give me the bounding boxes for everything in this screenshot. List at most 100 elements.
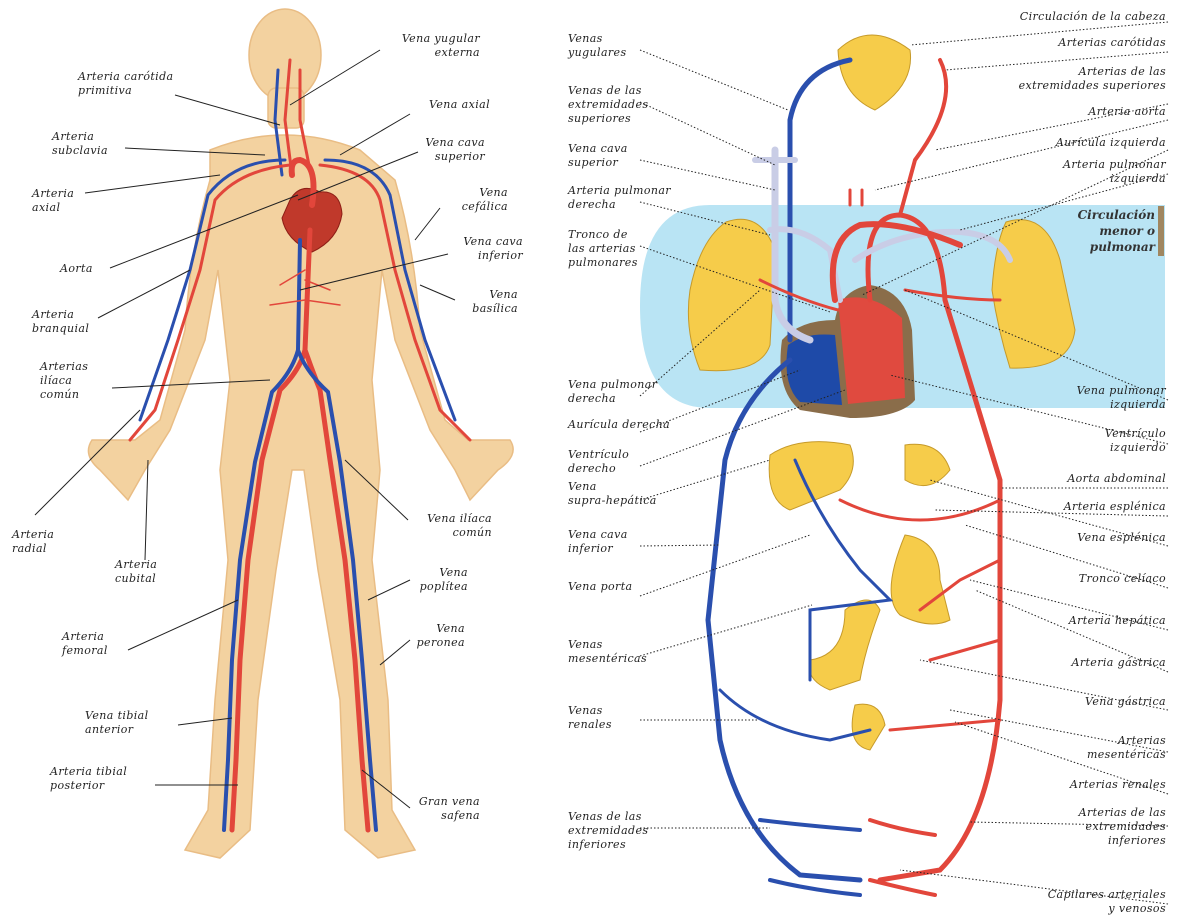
- label-arteria-carotida-primitiva-leader-line: [175, 95, 280, 125]
- schema-label-ventriculo-izquierdo-text-1: Ventrículo: [1105, 427, 1166, 440]
- label-vena-basilica-text-2: basílica: [472, 302, 518, 315]
- schema-label-arterias-extremidades-inferiores-text-3: inferiores: [1108, 834, 1166, 847]
- label-vena-tibial-anterior-text-2: anterior: [85, 723, 134, 736]
- schema-label-tronco-arterias-pulmonares-text-3: pulmonares: [568, 256, 638, 269]
- schema-label-arteria-pulmonar-izquierda-text-2: izquierda: [1110, 172, 1166, 185]
- label-arteria-carotida-primitiva-text-1: Arteria carótida: [77, 70, 174, 83]
- schema-label-auricula-derecha-text-1: Aurícula derecha: [567, 418, 670, 431]
- schema-label-vena-porta-leader-line: [640, 535, 810, 596]
- schema-label-venas-yugulares-text-1: Venas: [568, 32, 603, 45]
- schema-label-vena-gastrica-text-1: Vena gástrica: [1085, 695, 1166, 708]
- schema-label-vena-pulmonar-derecha-text-1: Vena pulmonar: [568, 378, 658, 391]
- label-arteria-cubital-leader-line: [145, 460, 148, 560]
- label-vena-basilica-text-1: Vena: [489, 288, 518, 301]
- schema-label-arterias-extremidades-inferiores: Arterias de lasextremidadesinferiores: [970, 806, 1168, 847]
- schema-label-arteria-aorta-text-1: Arteria aorta: [1087, 105, 1166, 118]
- label-vena-yugular-externa-text-2: externa: [435, 46, 480, 59]
- label-vena-cava-inferior-text-1: Vena cava: [463, 235, 523, 248]
- label-arteria-axial-leader-line: [85, 175, 220, 193]
- label-arteria-tibial-posterior-text-2: posterior: [50, 779, 105, 792]
- label-aorta-text-1: Aorta: [59, 262, 93, 275]
- schema-label-vena-supra-hepatica-leader-line: [640, 460, 770, 500]
- label-vena-tibial-anterior: Vena tibialanterior: [85, 709, 232, 736]
- schema-label-ventriculo-derecho-text-2: derecho: [568, 462, 616, 475]
- schema-label-venas-yugulares-text-2: yugulares: [567, 46, 627, 59]
- label-gran-vena-safena-text-2: safena: [441, 809, 480, 822]
- schema-label-arterias-carotidas-text-1: Arterias carótidas: [1057, 36, 1166, 49]
- schema-label-venas-renales-text-2: renales: [568, 718, 612, 731]
- label-arteria-axial-text-1: Arteria: [31, 187, 74, 200]
- label-arterias-iliaca-comun-text-3: común: [40, 388, 79, 401]
- label-vena-axial-leader-line: [340, 114, 410, 155]
- pulmonary-label-line-2: menor o: [1099, 224, 1155, 238]
- label-arteria-femoral-text-1: Arteria: [61, 630, 104, 643]
- label-arteria-femoral: Arteriafemoral: [61, 600, 238, 657]
- schema-label-venas-extremidades-superiores-text-2: extremidades: [568, 98, 648, 111]
- schema-label-vena-supra-hepatica-text-1: Vena: [568, 480, 597, 493]
- schema-label-vena-porta-text-1: Vena porta: [568, 580, 632, 593]
- label-arterias-iliaca-comun-text-2: ilíaca: [40, 374, 72, 387]
- schema-label-vena-pulmonar-izquierda-text-1: Vena pulmonar: [1077, 384, 1167, 397]
- schema-label-vena-pulmonar-izquierda-text-2: izquierda: [1110, 398, 1166, 411]
- label-vena-cava-superior-text-2: superior: [435, 150, 485, 163]
- schema-label-venas-renales-text-1: Venas: [568, 704, 603, 717]
- schema-label-venas-extremidades-superiores-leader-line: [640, 102, 775, 165]
- schema-label-arteria-pulmonar-derecha-text-1: Arteria pulmonar: [567, 184, 671, 197]
- schema-label-vena-esplenica-text-1: Vena esplénica: [1077, 531, 1166, 544]
- schema-label-arteria-pulmonar-izquierda-text-1: Arteria pulmonar: [1062, 158, 1166, 171]
- schema-label-venas-extremidades-superiores-text-1: Venas de las: [568, 84, 642, 97]
- label-vena-peronea-leader-line: [380, 640, 410, 665]
- schema-label-venas-mesentericas-text-1: Venas: [568, 638, 603, 651]
- label-vena-basilica-leader-line: [420, 285, 455, 300]
- schema-label-vena-cava-inferior-r-text-2: inferior: [568, 542, 613, 555]
- label-vena-cefalica-text-1: Vena: [479, 186, 508, 199]
- schema-left-labels: VenasyugularesVenas de lasextremidadessu…: [567, 32, 845, 851]
- pulmonary-label-line-1: Circulación: [1078, 208, 1155, 222]
- label-arteria-carotida-primitiva-text-2: primitiva: [78, 84, 132, 97]
- schema-label-vena-pulmonar-derecha-text-2: derecha: [568, 392, 616, 405]
- pulmonary-label-line-3: pulmonar: [1090, 240, 1157, 254]
- label-vena-cefalica-leader-line: [415, 208, 440, 240]
- schema-label-arterias-extremidades-inferiores-text-2: extremidades: [1086, 820, 1166, 833]
- schema-label-vena-cava-inferior-r-text-1: Vena cava: [568, 528, 628, 541]
- schema-label-venas-extremidades-superiores-text-3: superiores: [568, 112, 631, 125]
- schema-label-capilares-text-2: y venosos: [1107, 902, 1166, 915]
- schema-label-tronco-arterias-pulmonares-text-1: Tronco de: [568, 228, 628, 241]
- schema-label-venas-extremidades-inferiores-text-1: Venas de las: [568, 810, 642, 823]
- label-vena-axial-text-1: Vena axial: [429, 98, 490, 111]
- schema-label-tronco-celiaco-text-1: Tronco celíaco: [1079, 572, 1166, 585]
- schema-label-venas-extremidades-inferiores-text-2: extremidades: [568, 824, 648, 837]
- schema-label-tronco-arterias-pulmonares-text-2: las arterias: [568, 242, 636, 255]
- schema-label-arterias-extremidades-superiores-text-1: Arterias de las: [1078, 65, 1166, 78]
- schema-label-venas-mesentericas-leader-line: [640, 605, 812, 656]
- schema-label-arterias-extremidades-superiores-text-2: extremidades superiores: [1019, 79, 1166, 92]
- label-arteria-cubital-text-1: Arteria: [114, 558, 157, 571]
- schema-label-venas-mesentericas-text-2: mesentéricas: [568, 652, 647, 665]
- label-vena-yugular-externa-text-1: Vena yugular: [402, 32, 480, 45]
- label-arteria-subclavia-text-2: subclavia: [52, 144, 108, 157]
- schema-label-arteria-gastrica-text-1: Arteria gástrica: [1070, 656, 1166, 669]
- label-vena-poplitea-text-1: Vena: [439, 566, 468, 579]
- label-vena-peronea-text-1: Vena: [436, 622, 465, 635]
- label-arterias-iliaca-comun-text-1: Arterias: [39, 360, 88, 373]
- label-arteria-tibial-posterior-text-1: Arteria tibial: [49, 765, 127, 778]
- label-vena-iliaca-comun-text-1: Vena ilíaca: [427, 512, 492, 525]
- label-arteria-femoral-text-2: femoral: [61, 644, 108, 657]
- schema-label-ventriculo-derecho-text-1: Ventrículo: [568, 448, 629, 461]
- label-vena-cefalica-text-2: cefálica: [462, 200, 508, 213]
- label-arteria-axial-text-2: axial: [32, 201, 60, 214]
- schema-label-vena-cava-superior-r-text-2: superior: [568, 156, 618, 169]
- label-arteria-axial: Arteriaaxial: [31, 175, 220, 214]
- schema-label-arterias-renales-text-1: Arterias renales: [1069, 778, 1166, 791]
- label-vena-iliaca-comun-text-2: común: [453, 526, 492, 539]
- schema-label-arteria-gastrica: Arteria gástrica: [975, 590, 1168, 672]
- label-vena-cava-superior-text-1: Vena cava: [425, 136, 485, 149]
